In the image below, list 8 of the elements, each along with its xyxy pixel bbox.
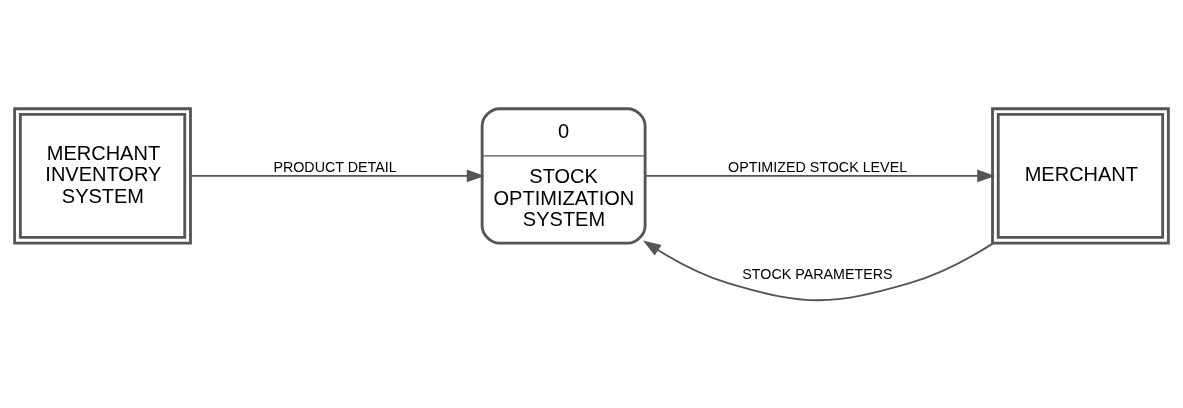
arrow — [644, 169, 996, 182]
edge-label: OPTIMIZED STOCK LEVEL — [728, 158, 908, 175]
edge-label: PRODUCT DETAIL — [273, 158, 397, 175]
arrow — [189, 169, 485, 182]
node-box: MERCHANT — [991, 106, 1170, 245]
arrow — [642, 239, 994, 301]
node-box: MERCHANT INVENTORY SYSTEM — [13, 106, 192, 245]
edge-label: STOCK PARAMETERS — [742, 265, 893, 282]
